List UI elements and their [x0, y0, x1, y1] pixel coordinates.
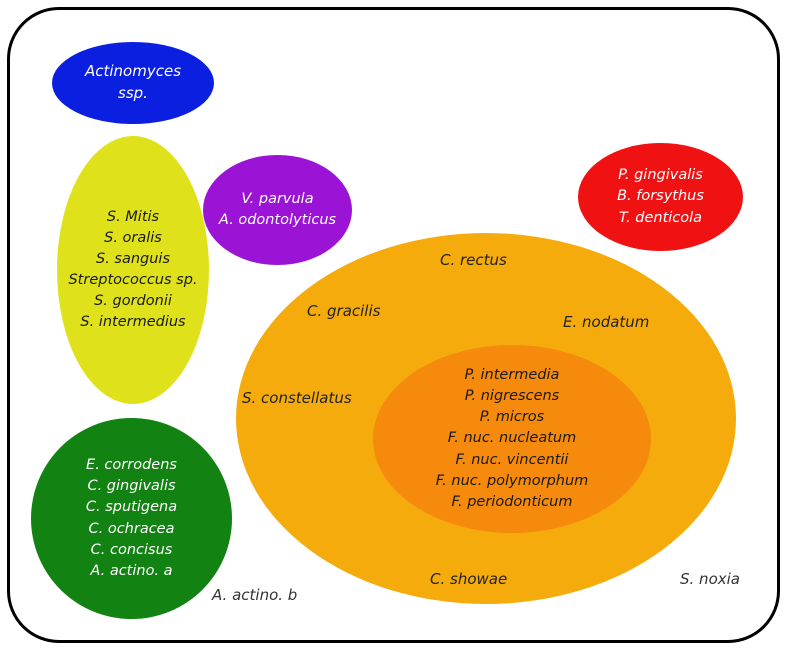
core-species: F. nuc. nucleatum [447, 430, 577, 447]
green-complex: E. corrodens C. gingivalis C. sputigena … [31, 418, 232, 619]
purple-complex: V. parvula A. odontolyticus [203, 155, 352, 265]
yellow-complex-species: S. intermedius [80, 314, 186, 331]
label-s-noxia: S. noxia [680, 570, 740, 588]
yellow-complex-species: S. sanguis [95, 250, 171, 267]
red-complex-species: P. gingivalis [618, 167, 703, 184]
yellow-complex-species: S. Mitis [106, 208, 160, 225]
red-complex-species: T. denticola [618, 209, 703, 226]
red-complex: P. gingivalis B. forsythus T. denticola [578, 143, 743, 251]
core-species: F. periodonticum [451, 493, 573, 510]
core-species: P. nigrescens [464, 388, 560, 405]
green-complex-species: C. concisus [90, 541, 173, 558]
label-c-gracilis: C. gracilis [307, 302, 381, 320]
blue-complex: Actinomyces ssp. [52, 42, 214, 124]
blue-complex-species: Actinomyces [84, 62, 182, 81]
yellow-complex-species: Streptococcus sp. [68, 272, 198, 288]
core-species: P. micros [479, 409, 545, 426]
purple-complex-species: A. odontolyticus [218, 212, 337, 228]
label-c-rectus: C. rectus [440, 251, 507, 269]
green-complex-species: C. gingivalis [87, 478, 176, 495]
yellow-complex: S. Mitis S. oralis S. sanguis Streptococ… [57, 136, 209, 404]
yellow-complex-species: S. oralis [104, 229, 162, 246]
label-s-constellatus: S. constellatus [242, 389, 352, 407]
orange-complex-core: P. intermedia P. nigrescens P. micros F.… [373, 345, 651, 533]
label-a-actino-b: A. actino. b [212, 586, 298, 604]
red-complex-species: B. forsythus [617, 188, 704, 205]
label-c-showae: C. showae [430, 570, 508, 588]
core-species: P. intermedia [464, 367, 560, 384]
green-complex-species: C. ochracea [88, 520, 175, 537]
purple-complex-species: V. parvula [241, 190, 314, 207]
core-species: F. nuc. vincentii [455, 451, 569, 468]
blue-complex-species: ssp. [118, 84, 148, 102]
label-e-nodatum: E. nodatum [563, 313, 650, 331]
green-complex-species: A. actino. a [90, 562, 173, 579]
yellow-complex-species: S. gordonii [94, 293, 172, 310]
core-species: F. nuc. polymorphum [435, 472, 589, 489]
green-complex-species: E. corrodens [86, 457, 177, 474]
green-complex-species: C. sputigena [85, 499, 178, 516]
